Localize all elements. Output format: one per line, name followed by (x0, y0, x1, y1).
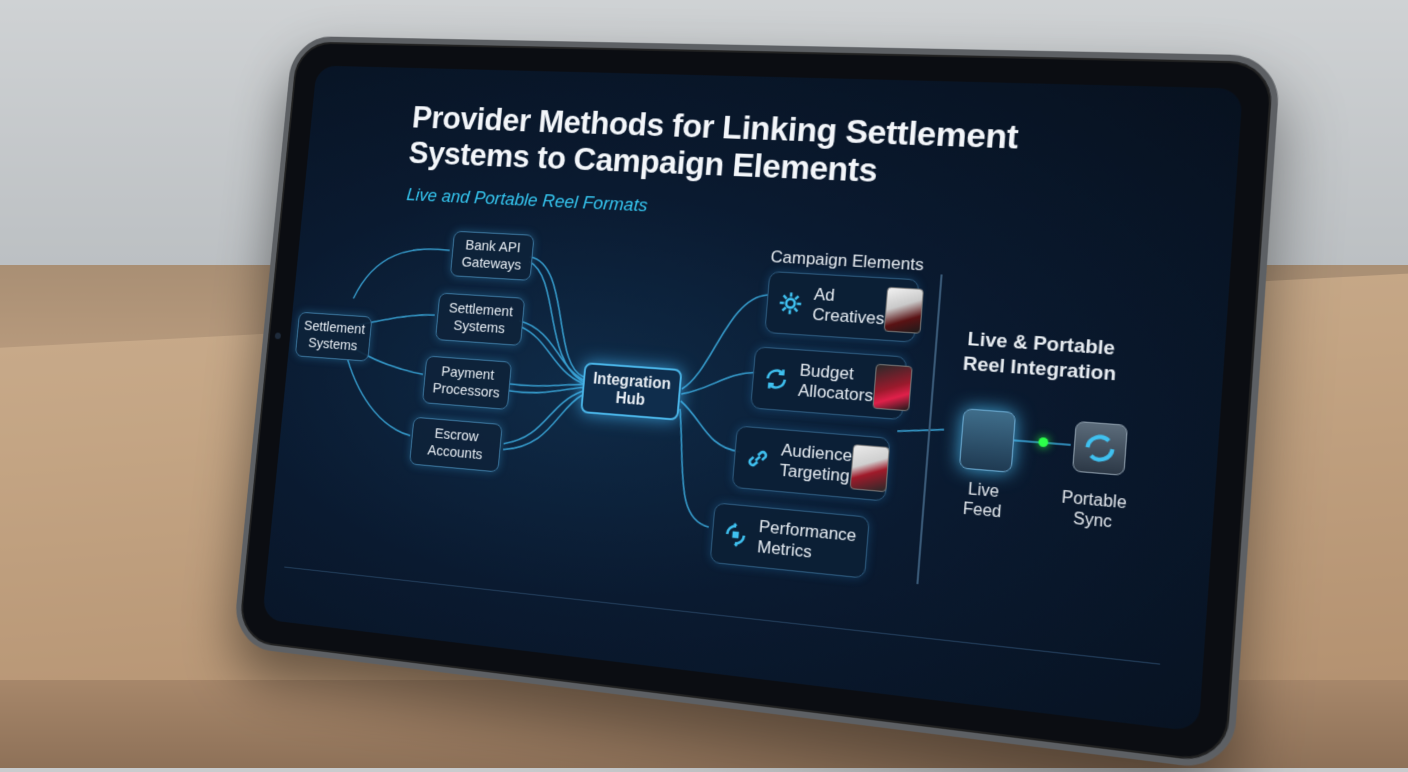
portable-sync-icon[interactable] (1072, 420, 1129, 476)
audience-thumbnail (849, 444, 890, 493)
node-settlement-systems[interactable]: Settlement Systems (435, 292, 526, 346)
campaign-item-label: Audience Targeting (778, 440, 853, 486)
link-bank-hub-2 (519, 262, 594, 382)
campaign-item-budget-allocators[interactable]: Budget Allocators (750, 346, 913, 421)
node-payment-processors[interactable]: Payment Processors (422, 355, 513, 410)
link-hub-audience (677, 401, 744, 452)
ad-thumbnail (883, 286, 924, 334)
budget-thumbnail (872, 363, 913, 412)
live-feed-device-icon[interactable] (958, 408, 1017, 473)
link-hub-budget (681, 367, 756, 399)
tablet-device: Provider Methods for Linking Settlement … (232, 35, 1282, 772)
portable-sync-label: Portable Sync (1060, 488, 1128, 532)
tablet-camera (274, 332, 282, 340)
node-settlement-source[interactable]: Settlement Systems (294, 311, 373, 362)
metrics-icon (722, 520, 750, 549)
node-escrow-accounts[interactable]: Escrow Accounts (409, 416, 503, 473)
campaign-item-ad-creatives[interactable]: Ad Creatives (764, 271, 924, 343)
link-metrics-live (897, 426, 944, 435)
live-feed-label: Live Feed (962, 480, 1002, 522)
tablet-screen: Provider Methods for Linking Settlement … (262, 65, 1243, 732)
sync-icon (1073, 422, 1127, 475)
link-icon (744, 444, 772, 472)
node-bank-api-gateways[interactable]: Bank API Gateways (449, 230, 535, 281)
link-escrow-hub (504, 386, 582, 450)
campaign-item-label: Budget Allocators (797, 360, 874, 406)
campaign-item-label: Ad Creatives (811, 284, 886, 329)
link-hub-metrics (670, 409, 718, 527)
refresh-icon (762, 365, 790, 393)
gear-icon (777, 290, 805, 318)
campaign-item-label: Performance Metrics (756, 516, 858, 562)
node-integration-hub[interactable]: Integration Hub (580, 362, 683, 421)
link-source-bank (353, 245, 449, 304)
